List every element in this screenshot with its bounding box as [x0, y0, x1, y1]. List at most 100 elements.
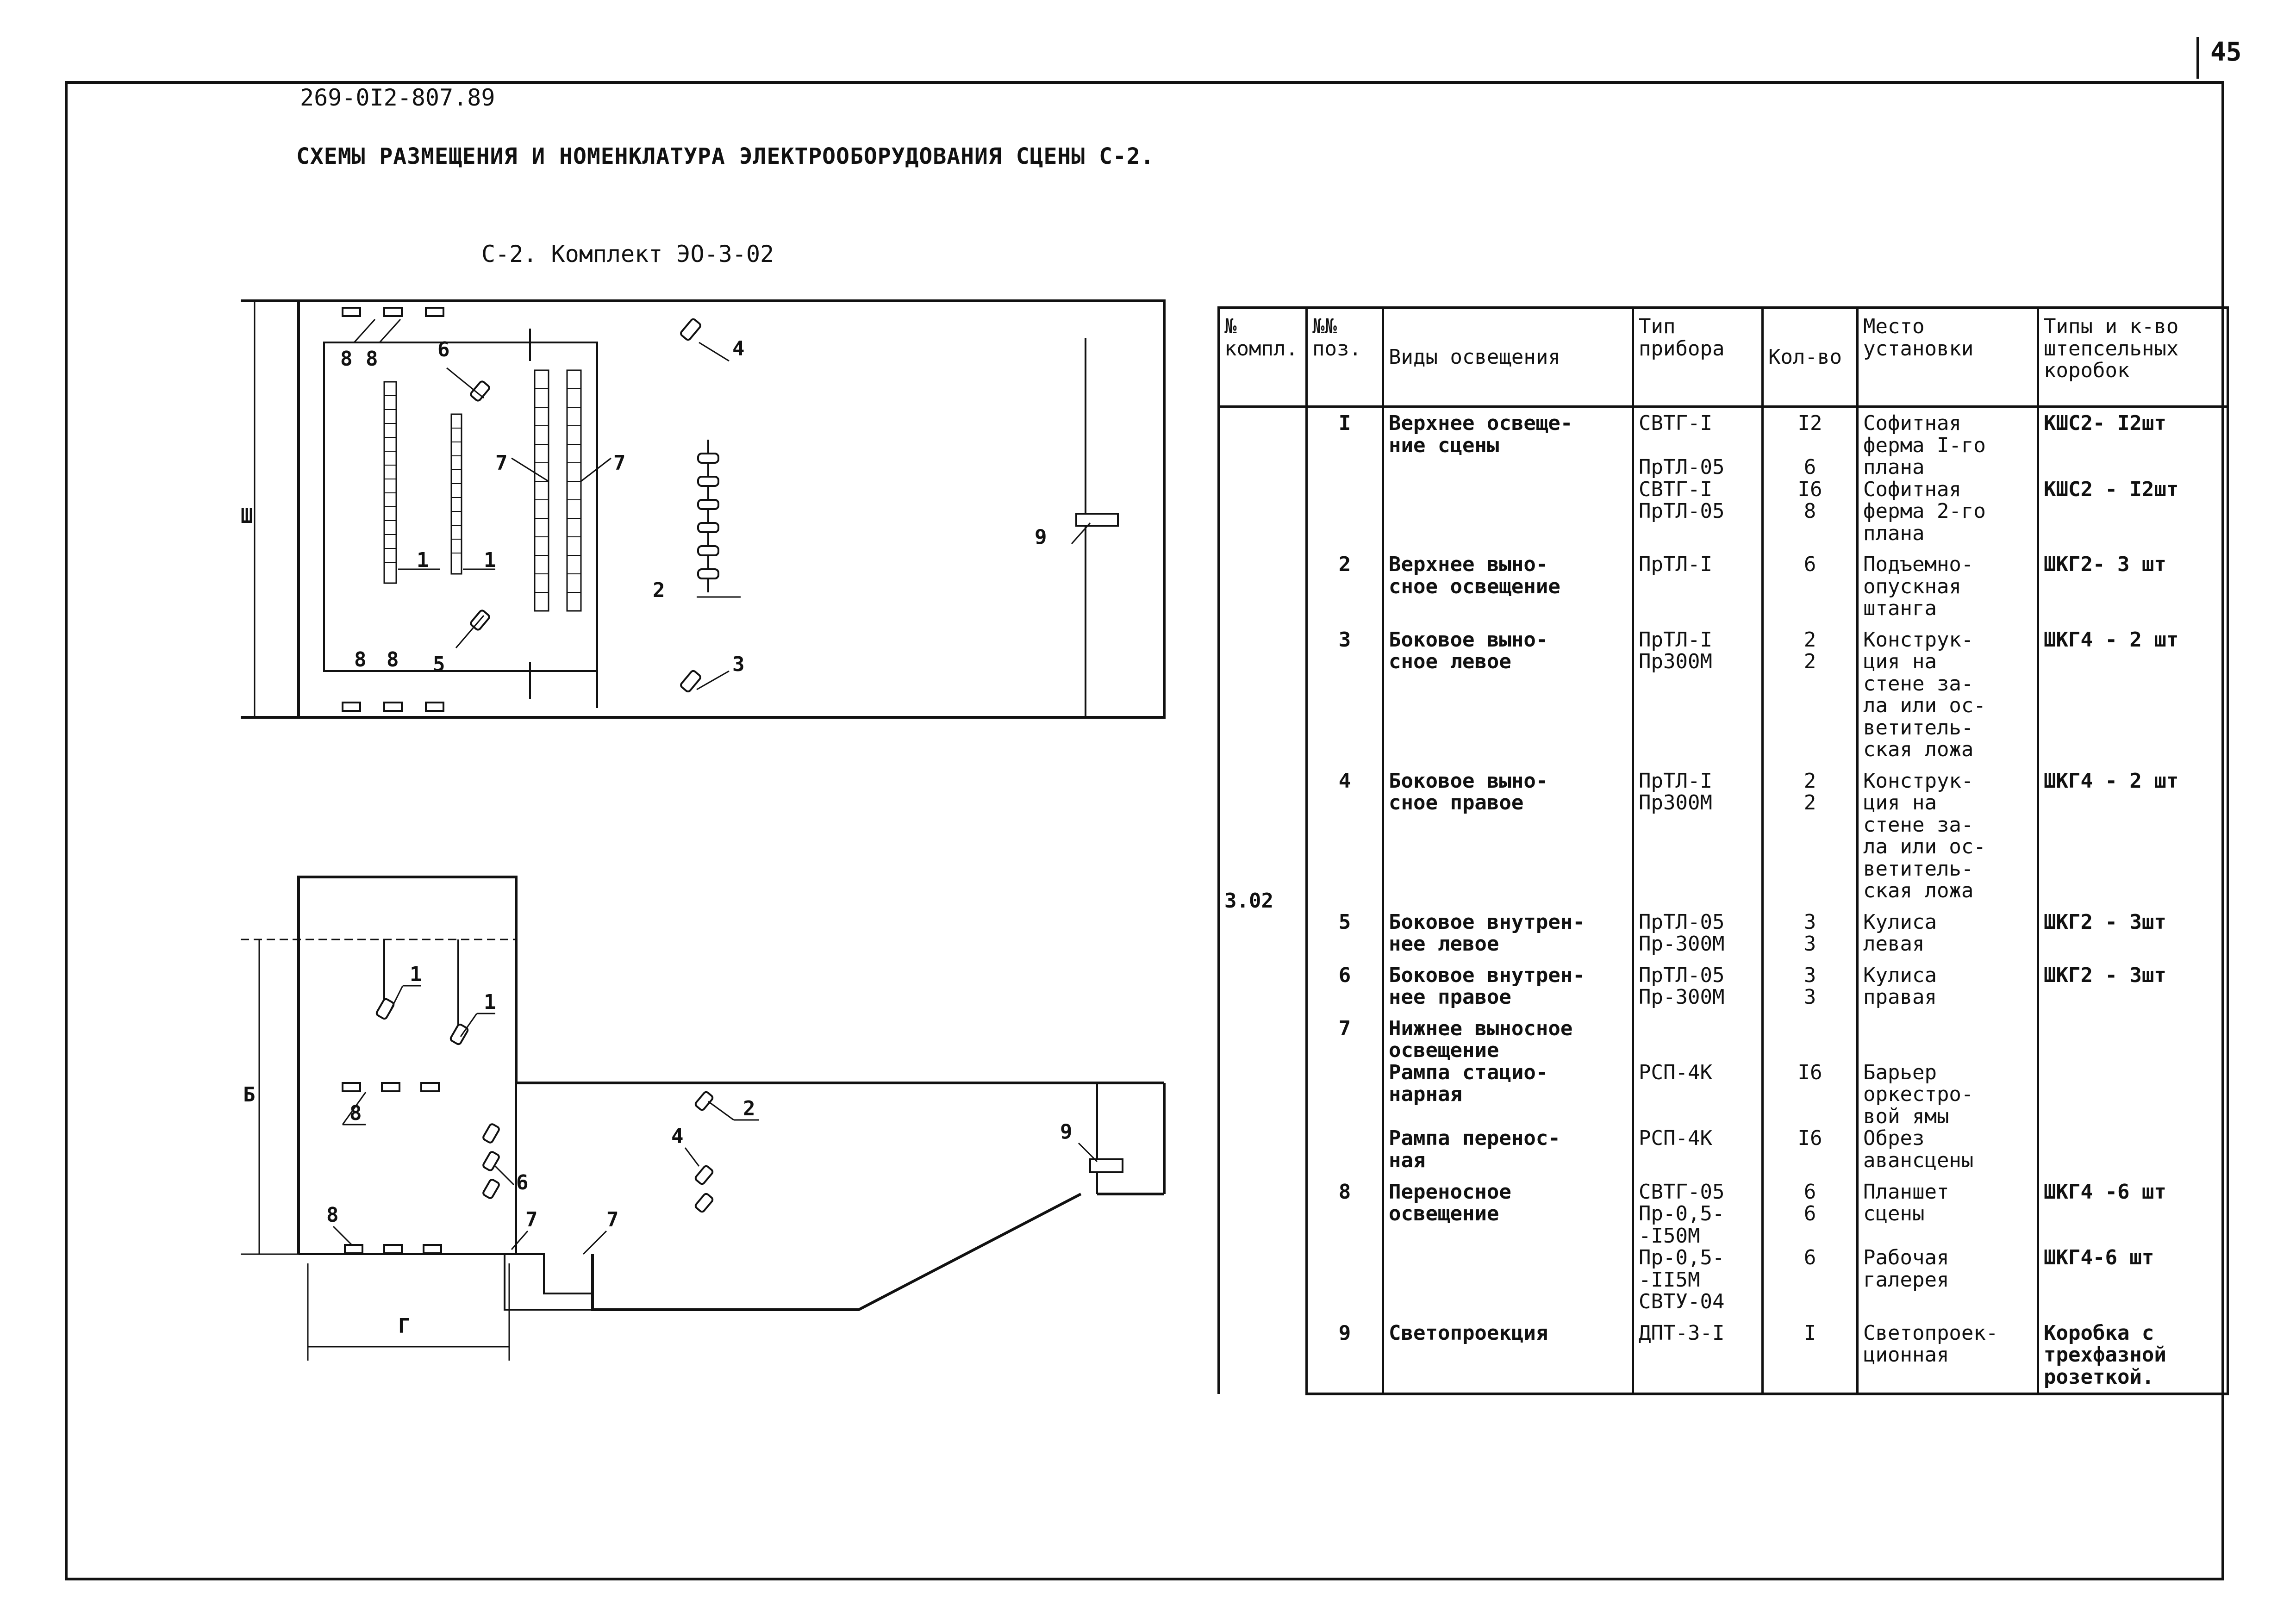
- quantity-cell: 2 2: [1761, 765, 1859, 907]
- lighting-kind-cell: Боковое внутрен- нее правое: [1382, 959, 1634, 1013]
- place-cell: Конструк- ция на стене за- ла или ос- ве…: [1856, 624, 2039, 765]
- place-cell: Софитная ферма I-го плана Софитная ферма…: [1856, 406, 2039, 549]
- quantity-cell: I: [1761, 1317, 1859, 1396]
- dim-label-g: Г: [398, 1314, 411, 1338]
- lighting-kind-cell: Боковое внутрен- нее левое: [1382, 906, 1634, 960]
- lighting-kind-cell: Верхнее освеще- ние сцены: [1382, 406, 1634, 549]
- device-type-cell: ДПТ-3-I: [1632, 1317, 1764, 1396]
- set-subtitle: С-2. Комплект ЭО-3-02: [481, 241, 774, 267]
- place-cell: Кулиса правая: [1856, 959, 2039, 1013]
- label-6: 6: [516, 1171, 529, 1194]
- set-number-cell: 3.02: [1217, 406, 1308, 1394]
- boxes-cell: ШКГ2 - 3шт: [2037, 959, 2229, 1013]
- label-7: 7: [606, 1208, 619, 1231]
- device-type-cell: ПрТЛ-05 Пр-300М: [1632, 906, 1764, 960]
- header-lighting-kind: Виды освещения: [1382, 306, 1634, 408]
- quantity-cell: 6 6 6: [1761, 1176, 1859, 1318]
- position-cell: I: [1305, 406, 1384, 549]
- lighting-kind-cell: Светопроекция: [1382, 1317, 1634, 1396]
- label-8: 8: [340, 347, 353, 371]
- header-quantity: Кол-во: [1761, 306, 1859, 408]
- position-cell: 9: [1305, 1317, 1384, 1396]
- quantity-cell: 3 3: [1761, 959, 1859, 1013]
- label-1: 1: [484, 548, 496, 572]
- quantity-cell: I2 6 I6 8: [1761, 406, 1859, 549]
- table-row: 7 Нижнее выносное освещение Рампа стацио…: [1219, 1013, 2229, 1176]
- label-8: 8: [354, 648, 367, 672]
- device-type-cell: ПрТЛ-I Пр300М: [1632, 765, 1764, 907]
- device-type-cell: ПрТЛ-I: [1632, 549, 1764, 624]
- device-type-cell: ПрТЛ-I Пр300М: [1632, 624, 1764, 765]
- position-cell: 6: [1305, 959, 1384, 1013]
- position-cell: 5: [1305, 906, 1384, 960]
- lighting-kind-cell: Переносное освещение: [1382, 1176, 1634, 1318]
- label-6: 6: [437, 338, 450, 361]
- lighting-kind-cell: Верхнее выно- сное освещение: [1382, 549, 1634, 624]
- table-row: 3.02 I Верхнее освеще- ние сцены СВТГ-I …: [1217, 406, 2229, 1394]
- document-code: 269-0I2-807.89: [300, 84, 495, 111]
- label-5: 5: [433, 653, 445, 676]
- place-cell: Светопроек- ционная: [1856, 1317, 2039, 1396]
- place-cell: Барьер оркестро- вой ямы Обрез авансцены: [1856, 1013, 2039, 1176]
- place-cell: Планшет сцены Рабочая галерея: [1856, 1176, 2039, 1318]
- label-8: 8: [387, 648, 399, 672]
- table-row: 5 Боковое внутрен- нее левое ПрТЛ-05 Пр-…: [1219, 906, 2229, 960]
- label-2: 2: [653, 578, 665, 602]
- quantity-cell: 2 2: [1761, 624, 1859, 765]
- unit-6: [470, 380, 490, 402]
- table-row: 8 Переносное освещение СВТГ-05 Пр-0,5- -…: [1219, 1176, 2229, 1318]
- table-header-row: № компл. №№ поз. Виды освещения Тип приб…: [1217, 306, 2229, 408]
- page-title: СХЕМЫ РАЗМЕЩЕНИЯ И НОМЕНКЛАТУРА ЭЛЕКТРОО…: [296, 143, 1154, 169]
- projector-9: [1075, 513, 1119, 527]
- boxes-cell: ШКГ4 -6 шт ШКГ4-6 шт: [2037, 1176, 2229, 1318]
- label-8: 8: [326, 1203, 339, 1227]
- dim-label-b: Б: [243, 1083, 256, 1107]
- boxes-cell: ШКГ4 - 2 шт: [2037, 624, 2229, 765]
- table-row: 6 Боковое внутрен- нее правое ПрТЛ-05 Пр…: [1219, 959, 2229, 1013]
- quantity-cell: 6: [1761, 549, 1859, 624]
- unit-4: [680, 318, 701, 341]
- batten-1: [383, 381, 462, 584]
- label-7: 7: [613, 451, 626, 475]
- unit-3: [680, 670, 701, 693]
- label-1: 1: [410, 963, 422, 986]
- page-number: 45: [2210, 37, 2242, 67]
- stage-outline: [297, 299, 1166, 719]
- table-row: 9 Светопроекция ДПТ-3-I I Светопроек- ци…: [1219, 1317, 2229, 1396]
- device-type-cell: СВТГ-05 Пр-0,5- -I50М Пр-0,5- -II5М СВТУ…: [1632, 1176, 1764, 1318]
- stage-plan-bottom: Б Г 1 1 8 2 4 6 8 7 7 9: [241, 876, 1166, 1361]
- header-device-type: Тип прибора: [1632, 306, 1764, 408]
- position-cell: 4: [1305, 765, 1384, 907]
- device-type-cell: СВТГ-I ПрТЛ-05 СВТГ-I ПрТЛ-05: [1632, 406, 1764, 549]
- boxes-cell: Коробка с трехфазной розеткой.: [2037, 1317, 2229, 1396]
- boxes-cell: ШКГ4 - 2 шт: [2037, 765, 2229, 907]
- label-2: 2: [743, 1097, 755, 1120]
- dim-label-sh: Ш: [241, 504, 253, 528]
- boxes-cell: ШКГ2- 3 шт: [2037, 549, 2229, 624]
- fixture-row-8: [342, 307, 444, 712]
- position-cell: 3: [1305, 624, 1384, 765]
- label-4: 4: [671, 1125, 684, 1148]
- label-3: 3: [732, 653, 745, 676]
- table-row: 2 Верхнее выно- сное освещение ПрТЛ-I 6 …: [1219, 549, 2229, 624]
- label-8: 8: [349, 1101, 362, 1125]
- quantity-cell: 3 3: [1761, 906, 1859, 960]
- label-7: 7: [525, 1208, 538, 1231]
- stage-plan-top: Ш 8 8 6 1 1 7 7 2 4 3 9 8 8 5: [241, 299, 1166, 719]
- label-9: 9: [1060, 1120, 1073, 1144]
- label-1: 1: [484, 990, 496, 1014]
- table-row: 3 Боковое выно- сное левое ПрТЛ-I Пр300М…: [1219, 624, 2229, 765]
- header-socket-boxes: Типы и к-во штепсельных коробок: [2037, 306, 2229, 408]
- label-4: 4: [732, 337, 745, 361]
- lighting-kind-cell: Боковое выно- сное левое: [1382, 624, 1634, 765]
- label-7: 7: [495, 451, 508, 475]
- label-1: 1: [417, 548, 429, 572]
- label-9: 9: [1035, 525, 1047, 549]
- lighting-kind-cell: Нижнее выносное освещение Рампа стацио- …: [1382, 1013, 1634, 1176]
- place-cell: Кулиса левая: [1856, 906, 2039, 960]
- device-type-cell: ПрТЛ-05 Пр-300М: [1632, 959, 1764, 1013]
- stage-outline: [297, 876, 518, 1254]
- page-number-divider: [2196, 37, 2199, 79]
- boxes-cell: КШС2- I2шт КШС2 - I2шт: [2037, 406, 2229, 549]
- projector-9: [1089, 1158, 1123, 1173]
